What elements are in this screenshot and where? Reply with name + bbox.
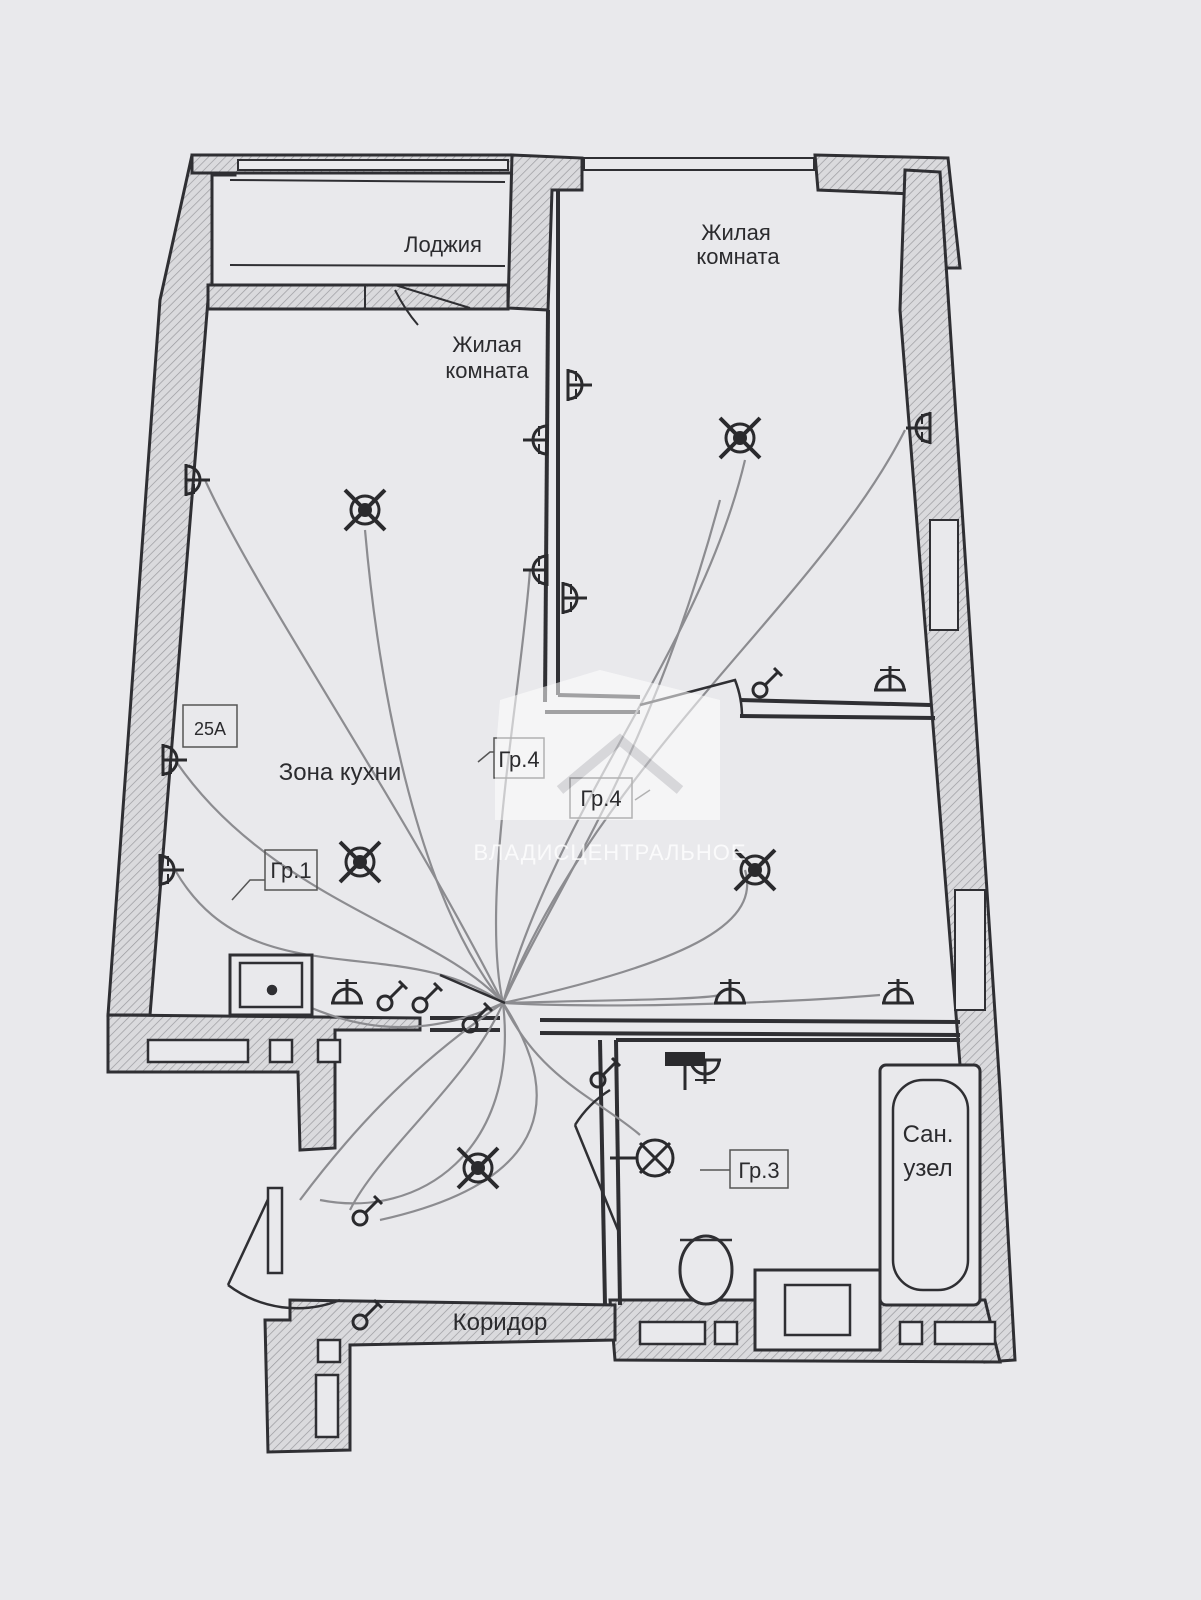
watermark-text: ВЛАДИСЦЕНТРАЛЬНОЕ: [473, 840, 746, 865]
ceiling-light-icon: [456, 1146, 500, 1190]
room-label-loggia: Лоджия: [404, 232, 482, 257]
ceiling-light-icon: [343, 488, 387, 532]
room-label-corridor: Коридор: [453, 1309, 548, 1336]
group-label-4-room: Гр.4: [580, 786, 621, 811]
watermark-logo: [495, 670, 720, 820]
room-label-living-room-1-line1: Жилая: [452, 332, 522, 357]
room-label-bathroom-line1: Сан.: [903, 1121, 954, 1148]
loggia-details: [229, 179, 506, 326]
breaker-label: 25А: [194, 719, 226, 739]
doors: [226, 678, 744, 1310]
room-label-bathroom-line2: узел: [903, 1155, 952, 1182]
room-label-living-room-2-line1: Жилая: [701, 220, 771, 245]
room-label-living-room-1-line2: комната: [445, 358, 529, 383]
windows: [237, 157, 986, 1011]
room-label-living-room-2-line2: комната: [696, 244, 780, 269]
ceiling-light-icon: [338, 840, 382, 884]
electric-panel-icon: [665, 1052, 705, 1090]
group-label-3: Гр.3: [738, 1158, 779, 1183]
group-label-4-kitchen: Гр.4: [498, 747, 539, 772]
room-label-kitchen-zone: Зона кухни: [279, 759, 402, 786]
wiring: [174, 429, 906, 1222]
fixtures: [146, 953, 997, 1439]
bathroom-light-icon: [610, 1138, 675, 1178]
ceiling-light-icon: [718, 416, 762, 460]
group-label-1: Гр.1: [270, 858, 311, 883]
